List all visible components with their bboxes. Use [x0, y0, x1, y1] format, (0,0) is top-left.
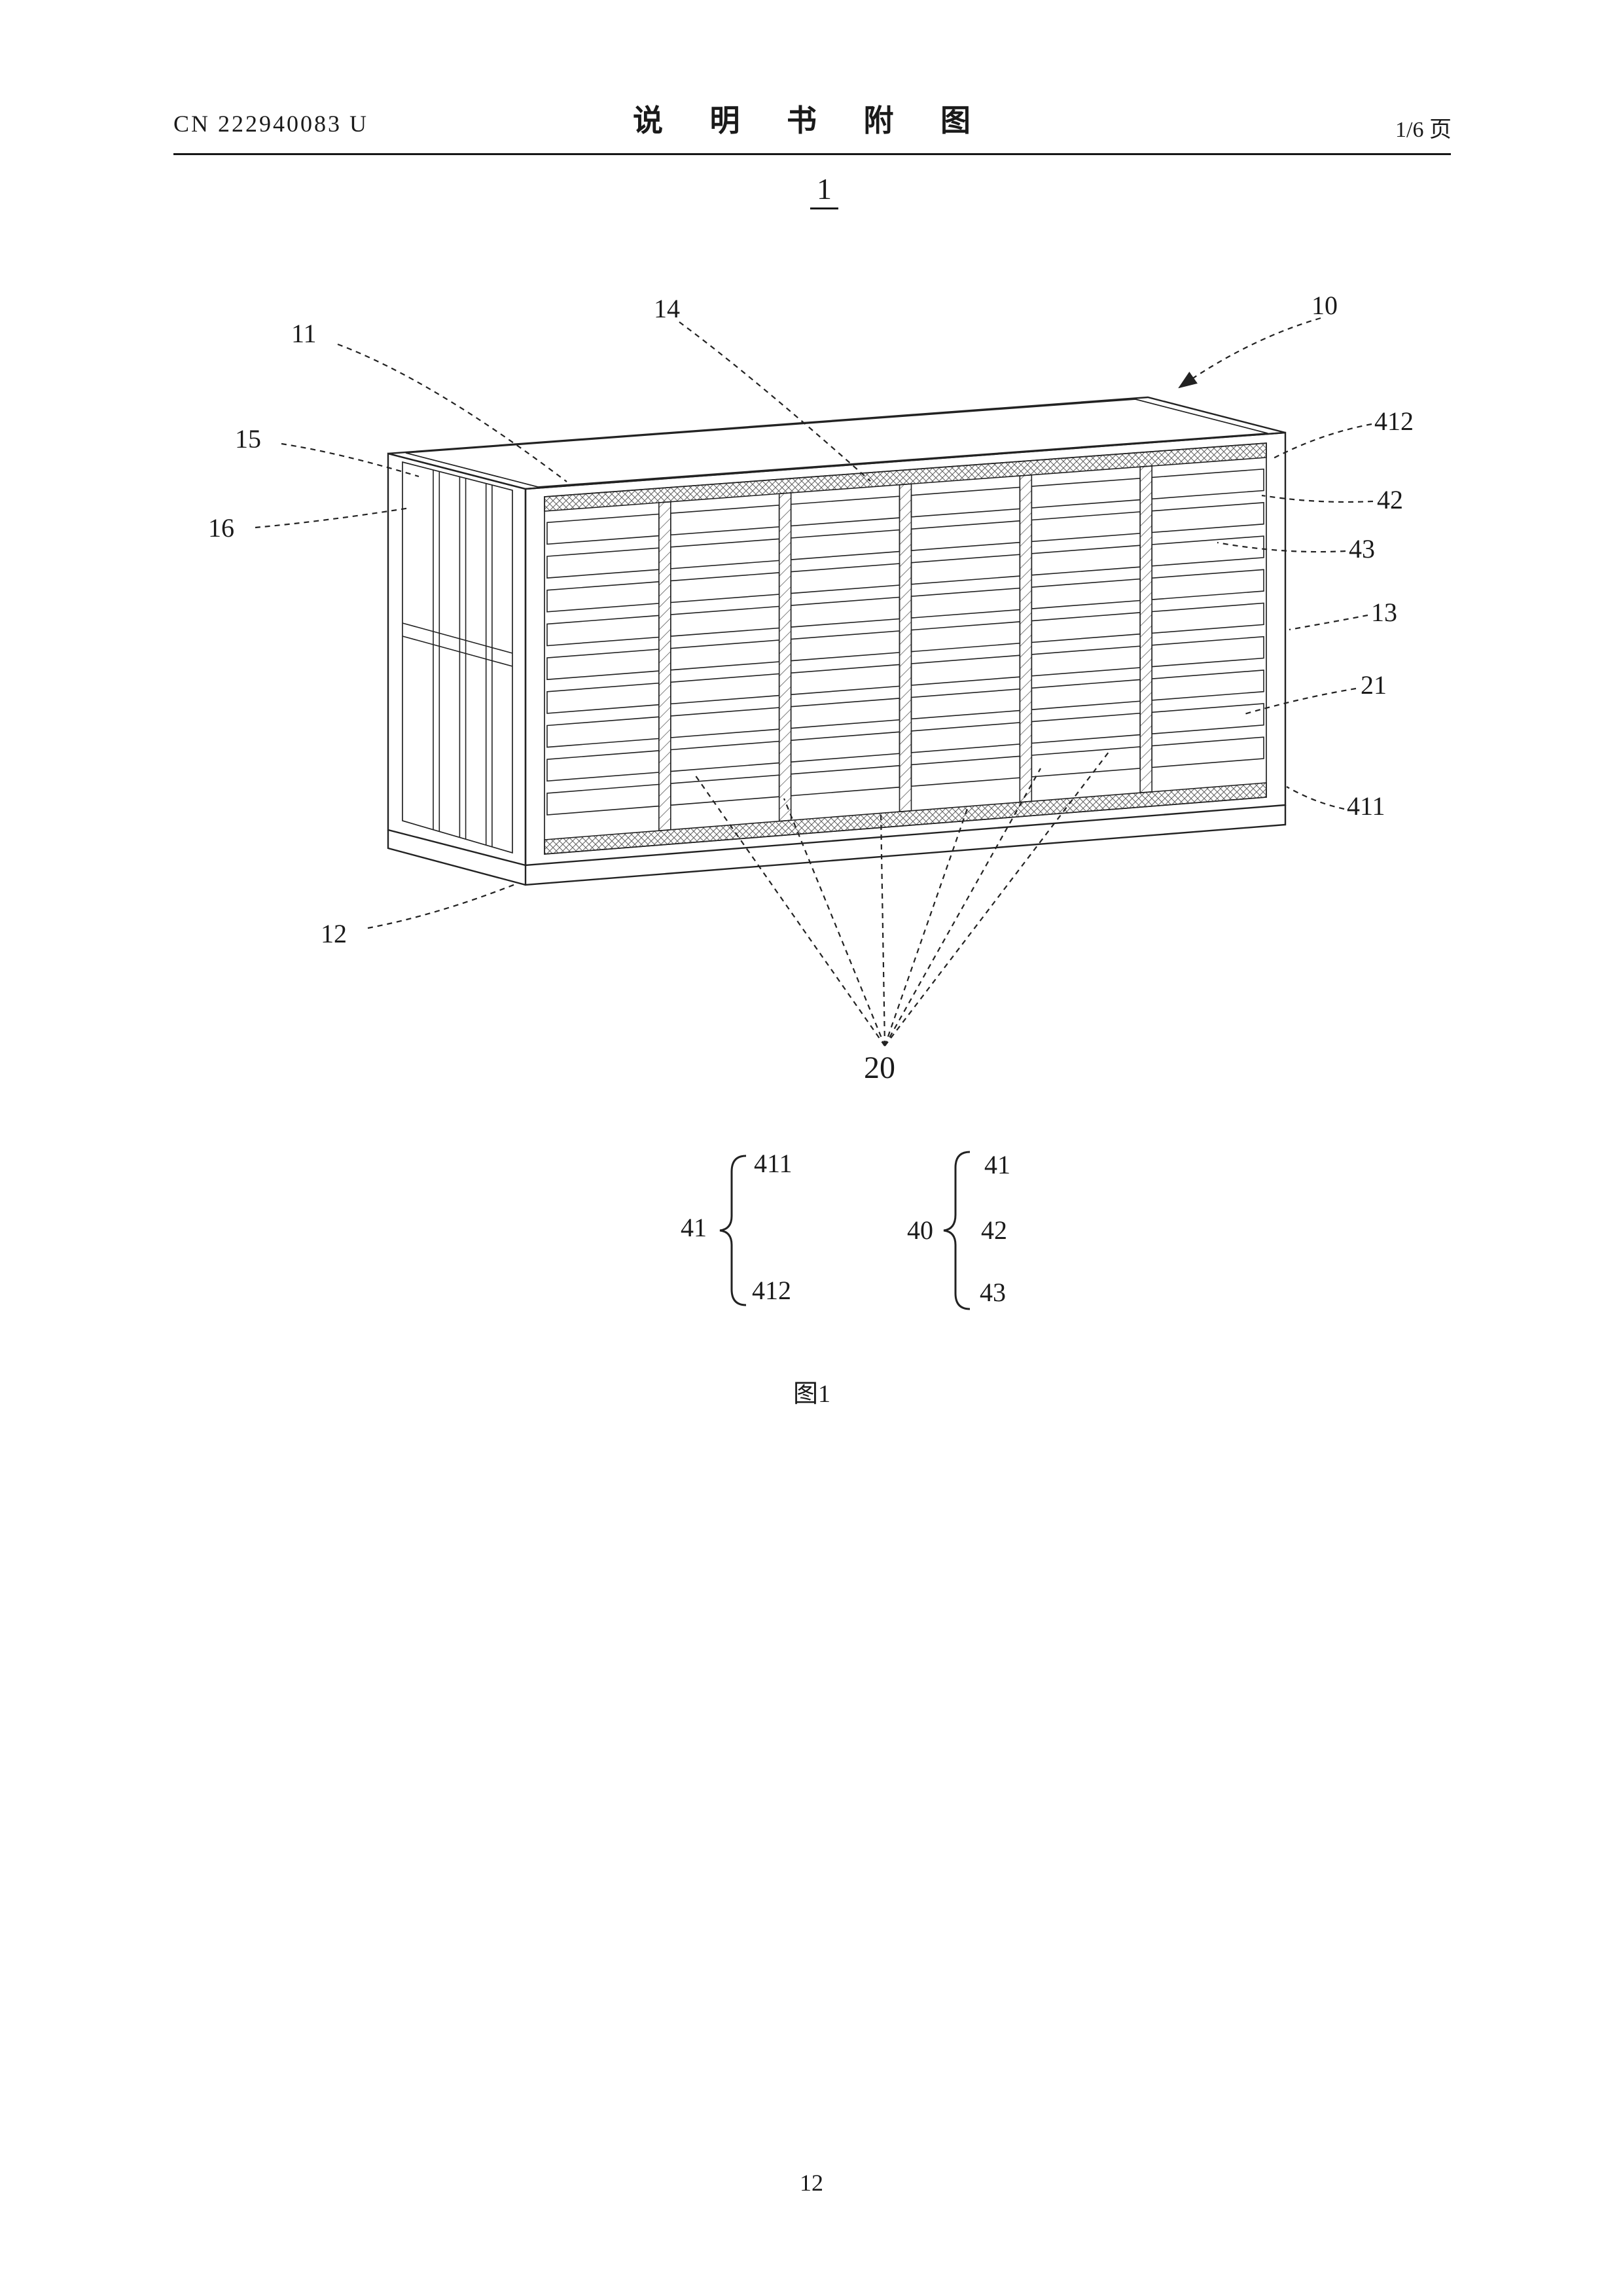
end-frame-rail: [402, 622, 513, 654]
leader-12: [367, 882, 518, 929]
leader-21: [1241, 687, 1357, 716]
tray-column: [1031, 477, 1141, 778]
end-frame-rail: [402, 636, 513, 667]
tray-column: [910, 486, 1021, 787]
top-screen-band: [544, 442, 1267, 512]
leader-11: [337, 343, 567, 482]
part-label-42: 42: [1377, 485, 1403, 514]
base-frame-front: [524, 805, 1287, 886]
tray-column: [1151, 468, 1264, 768]
legend-group-41-member-411: 411: [754, 1149, 793, 1178]
figure-caption: 图1: [793, 1380, 831, 1408]
column-divider: [1139, 465, 1152, 794]
part-label-15: 15: [235, 424, 261, 454]
left-end-frame-inner: [402, 461, 513, 854]
leader-43: [1217, 541, 1346, 553]
page-number: 12: [800, 2170, 823, 2196]
part-label-14: 14: [654, 294, 680, 323]
legend-group-40-member-41: 41: [984, 1150, 1010, 1179]
document-title: 说 明 书 附 图: [633, 104, 990, 137]
part-label-411: 411: [1347, 791, 1385, 821]
part-label-412: 412: [1374, 406, 1414, 436]
leader-13: [1289, 614, 1368, 631]
leader-16: [255, 507, 410, 529]
part-label-13: 13: [1371, 598, 1397, 627]
part-label-10: 10: [1311, 291, 1338, 320]
patent-number: CN 222940083 U: [173, 111, 369, 137]
part-label-43: 43: [1349, 534, 1375, 564]
column-divider: [1019, 474, 1033, 803]
column-divider: [778, 492, 792, 822]
legend-group-41-label: 41: [681, 1213, 707, 1242]
tray-column: [790, 495, 901, 797]
part-label-12: 12: [321, 919, 347, 948]
legend-group-41-member-412: 412: [752, 1276, 791, 1305]
tray-column: [670, 504, 780, 806]
legend-group-40-label: 40: [907, 1215, 933, 1245]
legend-group-40-member-43: 43: [980, 1278, 1006, 1307]
part-label-20: 20: [864, 1050, 895, 1085]
leader-411: [1286, 786, 1345, 810]
header-rule: [173, 153, 1451, 155]
part-label-11: 11: [291, 319, 317, 348]
brace-group-40: [943, 1151, 971, 1310]
base-frame-left: [387, 830, 526, 886]
part-label-21: 21: [1361, 670, 1387, 700]
column-divider: [899, 483, 912, 813]
brace-group-41: [719, 1155, 747, 1306]
leader-14: [679, 321, 871, 482]
figure-group-number: 1: [810, 171, 838, 209]
tray-column: [546, 513, 660, 816]
legend-group-40-member-42: 42: [981, 1215, 1007, 1245]
left-end-frame-outer: [387, 452, 527, 867]
column-divider: [658, 501, 671, 832]
leader-412: [1273, 423, 1372, 459]
leader-15: [281, 442, 419, 478]
part-label-16: 16: [208, 513, 234, 543]
leader-42: [1261, 494, 1374, 503]
leader-10: [1178, 317, 1321, 389]
tray-array: [402, 465, 1264, 847]
page-indicator: 1/6 页: [1395, 118, 1452, 142]
